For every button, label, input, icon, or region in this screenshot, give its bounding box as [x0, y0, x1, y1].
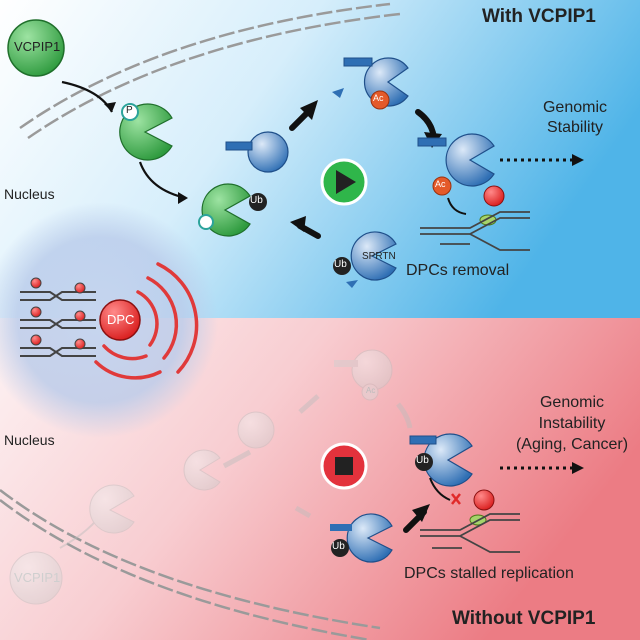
- dna-fork-top: [420, 211, 530, 251]
- vcpip1-label-top: VCPIP1: [14, 39, 61, 54]
- genomic-stability-label: Genomic Stability: [542, 99, 608, 136]
- ac-badge-top-1: [370, 90, 390, 110]
- phospho-badge-top: [121, 103, 139, 121]
- ub-label-complex: Ub: [250, 195, 263, 206]
- ub-badge-sprtn: [333, 257, 351, 275]
- dna-fork-bottom: [420, 513, 520, 553]
- nucleus-label-bottom: Nucleus: [4, 432, 55, 448]
- vcpip1-label-bottom: VCPIP1: [14, 570, 61, 585]
- dpcs-removal-label: DPCs removal: [406, 262, 510, 279]
- dpc-adduct-beads: [30, 277, 86, 350]
- sprtn-ub-top: [350, 231, 397, 281]
- ac-label-bottom-faded: Ac: [366, 386, 376, 395]
- bottom-panel-title: Without VCPIP1: [452, 608, 596, 629]
- dpc-signal-arcs: [94, 262, 199, 380]
- ac-label-top-1: Ac: [373, 93, 384, 103]
- sprtn-label: SPRTN: [362, 251, 396, 262]
- ub-label-stalled: Ub: [416, 455, 429, 466]
- top-panel-title: With VCPIP1: [482, 6, 596, 27]
- top-nuclear-envelope: [19, 2, 401, 140]
- sprtn-ub-bottom: [346, 513, 393, 563]
- dpc-label: DPC: [107, 312, 135, 327]
- nucleus-label-top: Nucleus: [4, 186, 55, 202]
- ub-badge-bottom: [331, 539, 349, 557]
- sprtn-acting-top: [445, 133, 495, 187]
- faded-cycle-bottom: [9, 349, 413, 605]
- phospho-label: P: [126, 105, 133, 116]
- vcpip1-enzyme-top: [7, 19, 65, 77]
- ac-badge-top-2: [432, 176, 452, 196]
- ac-label-top-2: Ac: [435, 179, 446, 189]
- genomic-instability-label: Genomic Instability (Aging, Cancer): [515, 394, 629, 453]
- ub-label-bottom: Ub: [332, 541, 345, 552]
- ub-label-sprtn: Ub: [334, 259, 347, 270]
- dpcs-stalled-label: DPCs stalled replication: [404, 565, 574, 582]
- vcpip1-p97-complex-green: [201, 183, 251, 237]
- p97-complex-blue-left: [247, 131, 289, 173]
- dpc-lesion-ball: [99, 299, 141, 341]
- bottom-nuclear-envelope: [0, 489, 381, 640]
- ub-badge-complex: [249, 193, 267, 211]
- ub-badge-stalled: [415, 453, 433, 471]
